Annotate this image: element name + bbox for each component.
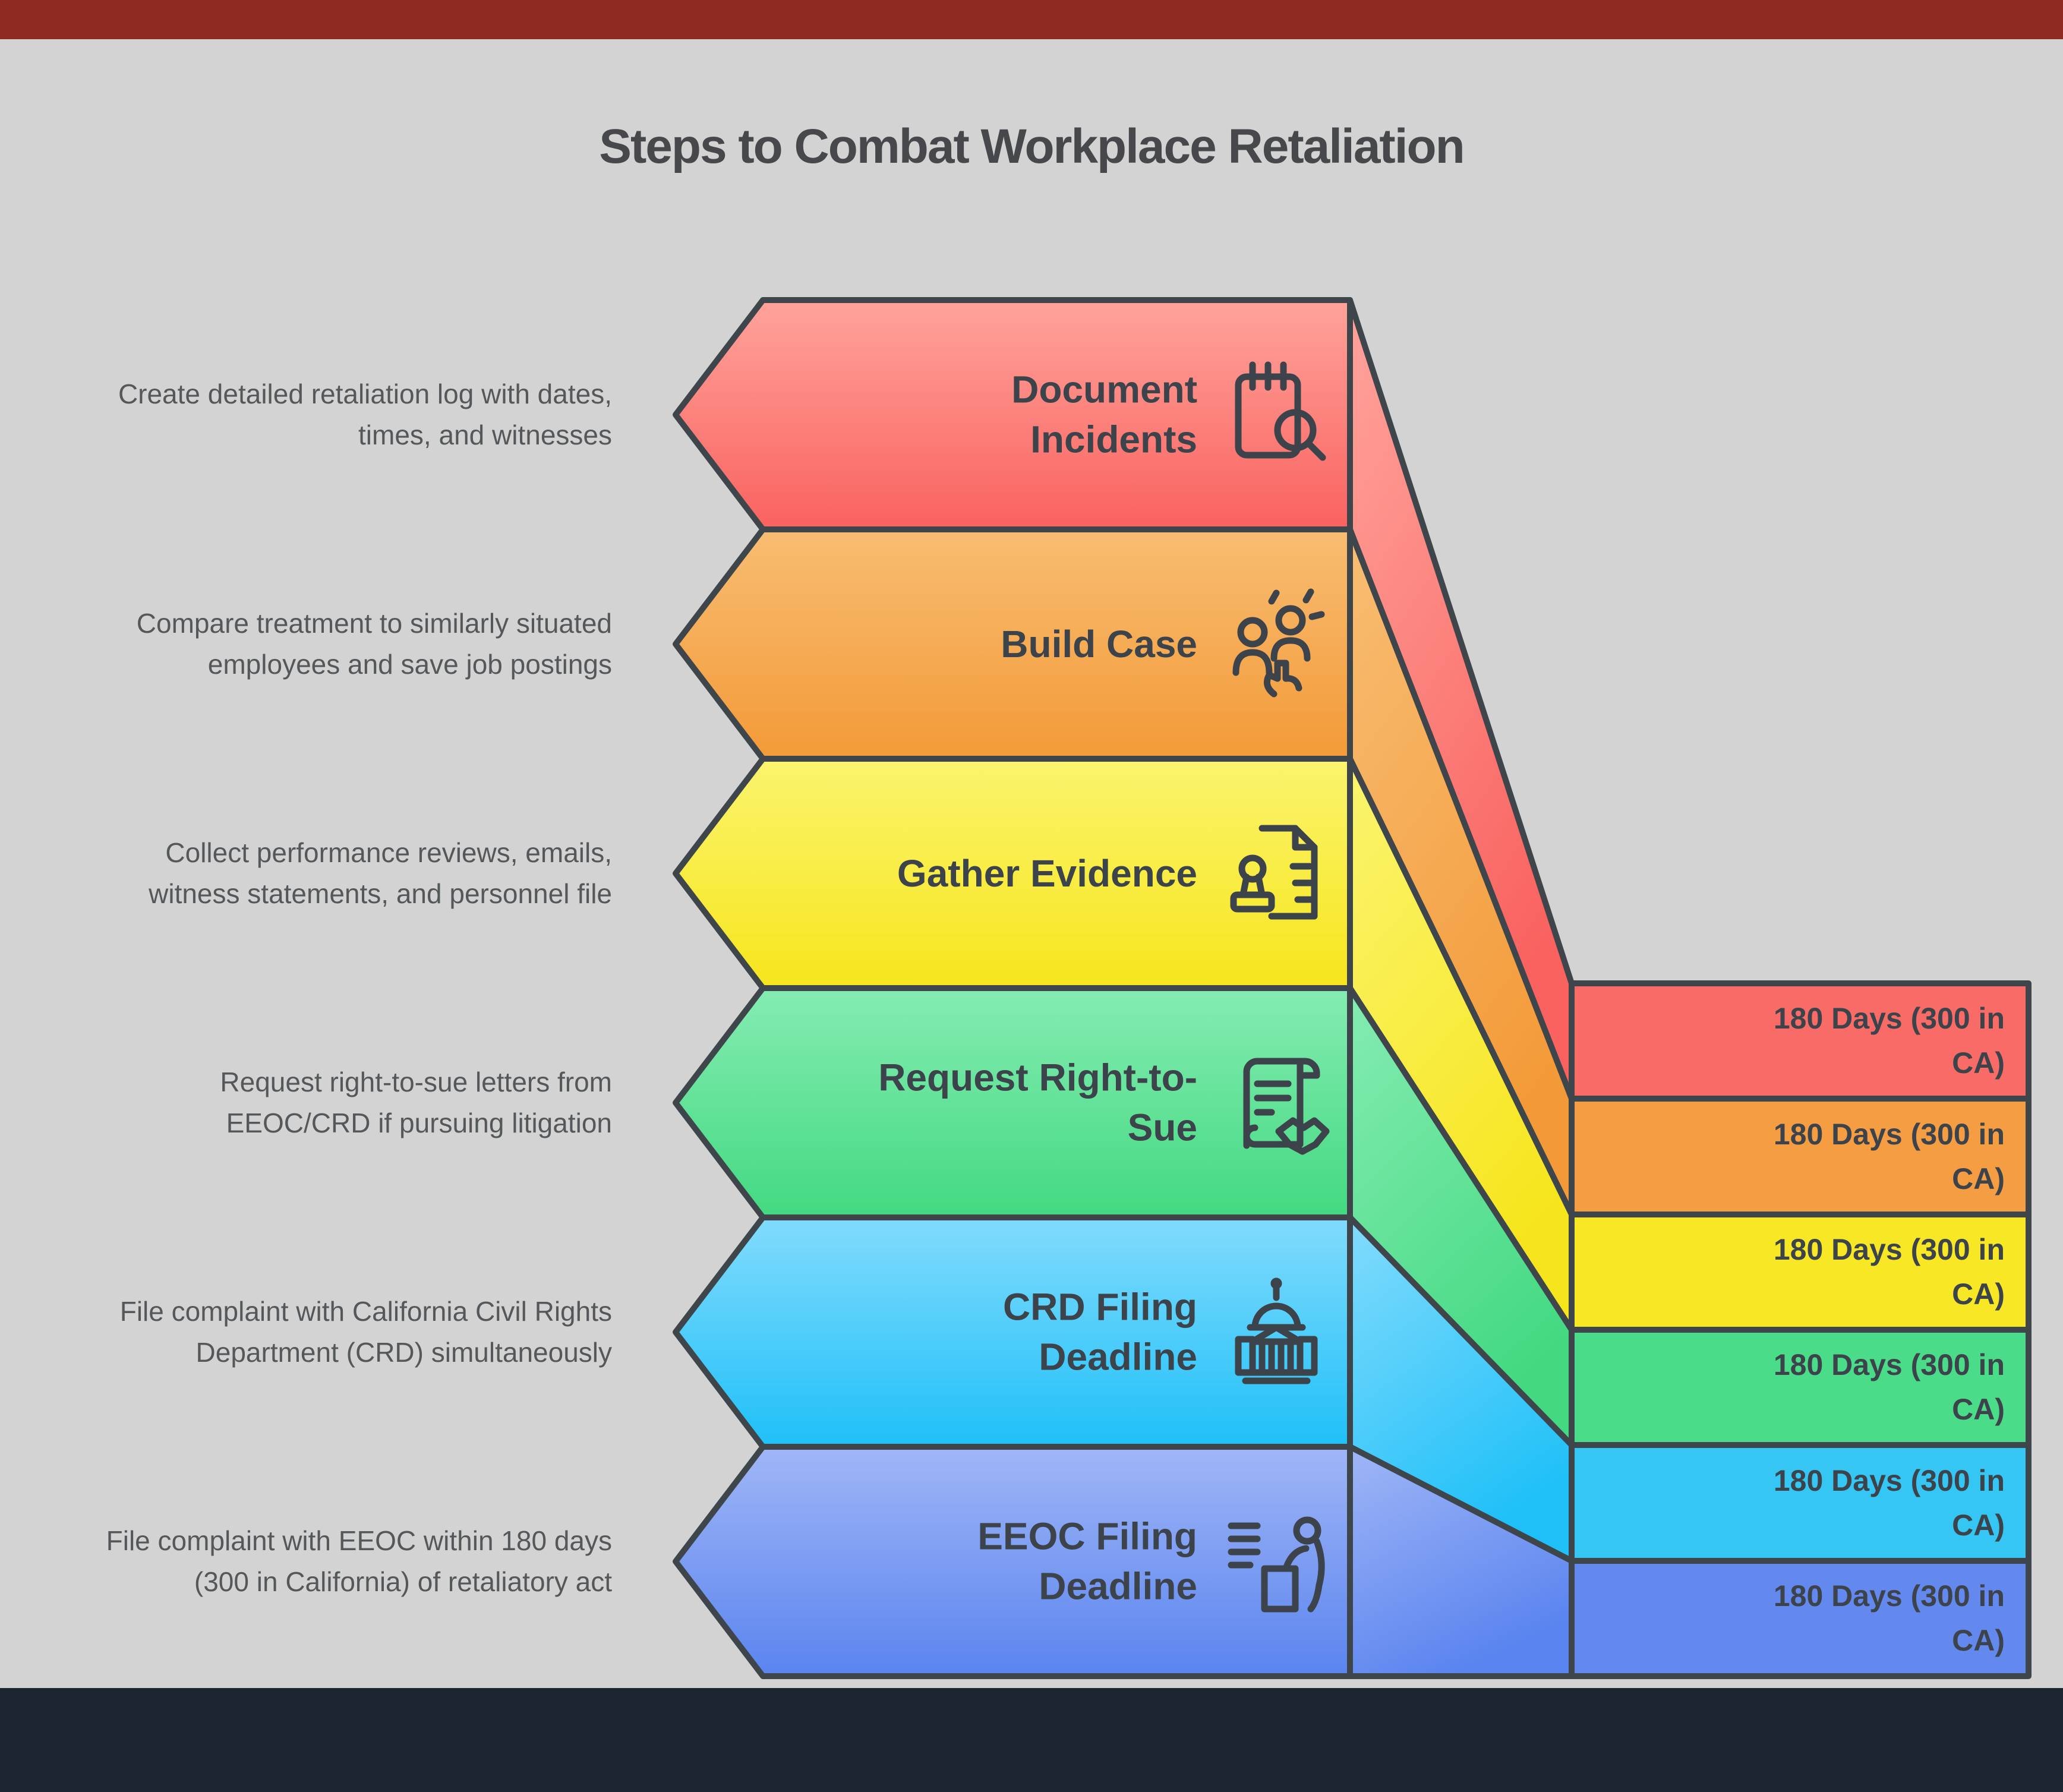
step-arrow-shape-3 [673,985,1353,1220]
step-label: Build Case [1001,622,1197,665]
duration-label: 180 Days (300 in CA) [1773,1464,2005,1542]
footer-bar [0,1688,2063,1792]
step-description: Compare treatment to similarly situated … [136,608,612,680]
scroll-handshake-icon [1217,1043,1336,1162]
people-point-icon [1217,585,1336,703]
step-description: Collect performance reviews, emails, wit… [149,837,612,909]
page-title: Steps to Combat Workplace Retaliation [599,119,1465,173]
step-arrow-shape-0 [673,297,1353,532]
person-desk-icon [1217,1502,1336,1621]
top-accent-strip [0,0,2063,39]
step-description: Create detailed retaliation log with dat… [118,378,612,450]
duration-box-shape-1 [1569,1096,2032,1217]
notepad-magnifier-icon [1217,355,1336,474]
capitol-icon [1217,1273,1336,1392]
step-label: EEOC Filing Deadline [977,1515,1197,1608]
step-description: Request right-to-sue letters from EEOC/C… [220,1067,612,1138]
step-description: File complaint with EEOC within 180 days… [106,1525,612,1597]
step-label: Request Right-to-Sue [878,1056,1197,1149]
duration-label: 180 Days (300 in CA) [1773,1348,2005,1426]
step-label: CRD Filing Deadline [1002,1285,1197,1378]
duration-label: 180 Days (300 in CA) [1773,1233,2005,1311]
duration-label: 180 Days (300 in CA) [1773,1579,2005,1657]
duration-box-shape-3 [1569,1327,2032,1448]
duration-box-shape-2 [1569,1212,2032,1333]
duration-label: 180 Days (300 in CA) [1773,1118,2005,1195]
document-stamp-icon [1217,814,1336,933]
step-arrow-shape-5 [673,1444,1353,1679]
duration-label: 180 Days (300 in CA) [1773,1002,2005,1080]
step-arrow-shape-2 [673,756,1353,991]
duration-box-shape-5 [1569,1558,2032,1679]
step-label: Document Incidents [1011,368,1197,461]
step-description: File complaint with California Civil Rig… [119,1296,612,1368]
step-label: Gather Evidence [897,851,1197,895]
step-arrow-shape-4 [673,1214,1353,1450]
step-arrow-shape-1 [673,526,1353,762]
